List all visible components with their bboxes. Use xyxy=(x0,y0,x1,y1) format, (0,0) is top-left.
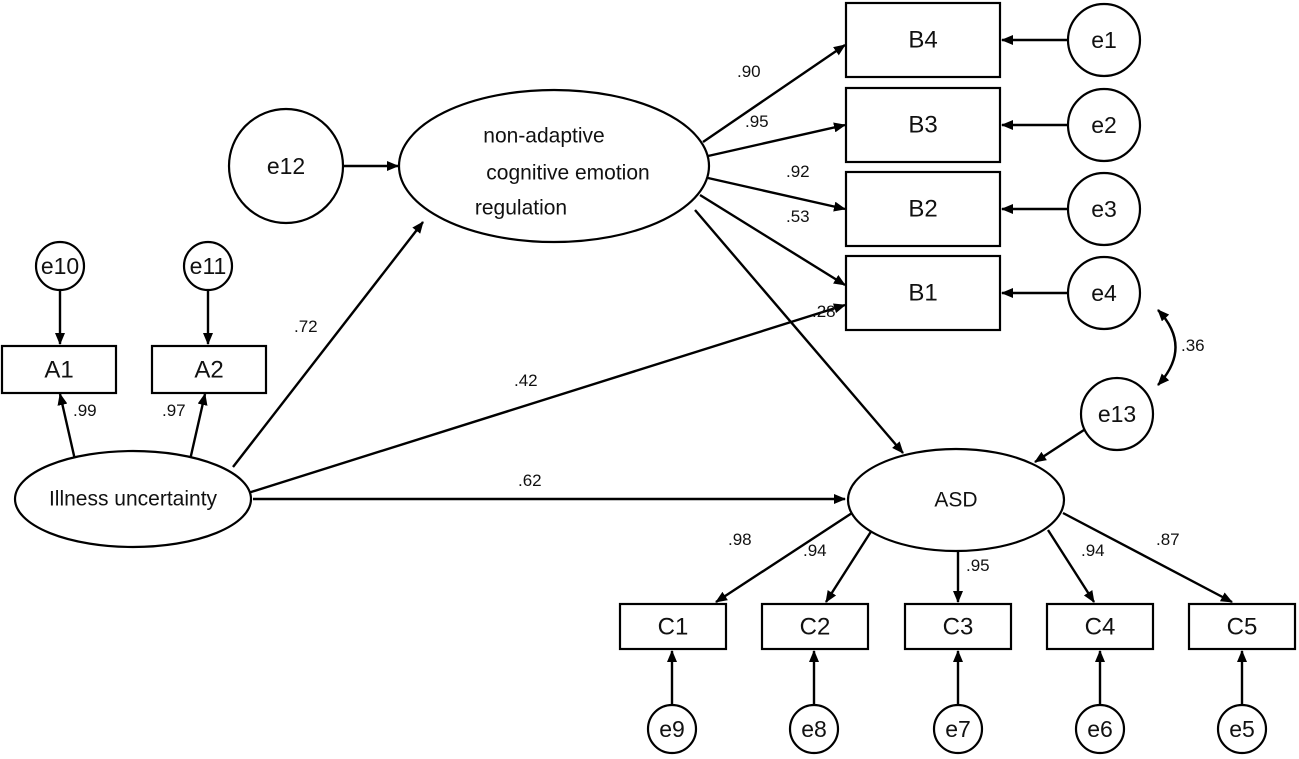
coef-illness-asd: .62 xyxy=(518,471,542,490)
svg-text:C4: C4 xyxy=(1085,614,1116,641)
path-nacer-b1 xyxy=(699,193,846,287)
coef-b1-hidden: .28 xyxy=(812,302,836,321)
error-e5: e5 xyxy=(1216,703,1268,755)
error-e10: e10 xyxy=(34,240,86,292)
latent-nacer-label-line2: cognitive emotion xyxy=(486,162,649,185)
latent-nacer: non-adaptive cognitive emotion regulatio… xyxy=(397,88,711,244)
svg-text:e4: e4 xyxy=(1091,280,1117,306)
coef-asd-c3: .95 xyxy=(966,556,990,575)
latent-illness-uncertainty: Illness uncertainty xyxy=(13,449,253,549)
indicator-b3: B3 xyxy=(844,86,1002,164)
path-nacer-b3 xyxy=(707,122,846,158)
error-e3: e3 xyxy=(1066,171,1142,247)
paths xyxy=(55,35,1247,705)
error-e9: e9 xyxy=(646,703,698,755)
path-asd-c2 xyxy=(824,529,874,603)
error-e1: e1 xyxy=(1066,2,1142,78)
indicator-b2: B2 xyxy=(844,170,1002,248)
path-illness-nacer xyxy=(232,221,424,468)
svg-text:A1: A1 xyxy=(44,357,73,384)
svg-text:e3: e3 xyxy=(1091,196,1117,222)
error-e8: e8 xyxy=(788,703,840,755)
coef-asd-c4: .94 xyxy=(1081,541,1105,560)
indicator-b4: B4 xyxy=(844,1,1002,79)
svg-text:e8: e8 xyxy=(801,716,827,742)
latent-nacer-label-line3: regulation xyxy=(475,197,567,220)
svg-text:B2: B2 xyxy=(908,196,937,223)
svg-text:C1: C1 xyxy=(658,614,689,641)
coef-illness-b1: .42 xyxy=(514,371,538,390)
svg-text:B4: B4 xyxy=(908,27,937,54)
indicator-c2: C2 xyxy=(760,602,870,651)
path-illness-a2 xyxy=(188,393,208,461)
latent-nacer-label-line1: non-adaptive xyxy=(483,125,604,148)
path-illness-a1 xyxy=(57,393,77,461)
error-e13: e13 xyxy=(1079,376,1155,452)
svg-text:e9: e9 xyxy=(659,716,685,742)
path-nacer-b2 xyxy=(707,176,846,212)
indicator-c4: C4 xyxy=(1045,602,1155,651)
latent-asd: ASD xyxy=(846,447,1066,553)
indicator-c5: C5 xyxy=(1187,602,1297,651)
coef-illness-a2: .97 xyxy=(162,401,186,420)
coef-nacer-b4: .90 xyxy=(737,62,761,81)
error-e7: e7 xyxy=(932,703,984,755)
coef-illness-nacer: .72 xyxy=(294,317,318,336)
coef-e4-e13: .36 xyxy=(1181,336,1205,355)
error-e4: e4 xyxy=(1066,255,1142,331)
indicator-c1: C1 xyxy=(618,602,728,651)
path-asd-c5 xyxy=(1062,511,1233,604)
indicator-c3: C3 xyxy=(903,602,1013,651)
error-e11: e11 xyxy=(182,240,234,292)
svg-text:e13: e13 xyxy=(1098,401,1136,427)
svg-text:C3: C3 xyxy=(943,614,974,641)
svg-text:C2: C2 xyxy=(800,614,831,641)
svg-text:e6: e6 xyxy=(1087,716,1113,742)
path-asd-c4 xyxy=(1046,529,1096,603)
svg-text:e5: e5 xyxy=(1229,716,1255,742)
svg-text:e12: e12 xyxy=(267,153,305,179)
coefficients: .99 .97 .72 .42 .62 .90 .95 .92 .53 .28 … xyxy=(73,62,1205,575)
svg-text:B3: B3 xyxy=(908,112,937,139)
indicator-a2: A2 xyxy=(150,344,268,395)
path-illness-b1 xyxy=(247,303,846,495)
path-cov-e4-e13 xyxy=(1157,309,1177,386)
coef-asd-c5: .87 xyxy=(1156,530,1180,549)
indicator-a1: A1 xyxy=(0,344,118,395)
svg-text:e7: e7 xyxy=(945,716,971,742)
svg-text:e1: e1 xyxy=(1091,27,1117,53)
svg-text:e11: e11 xyxy=(190,253,227,279)
coef-asd-c1: .98 xyxy=(728,530,752,549)
coef-nacer-b3: .95 xyxy=(745,112,769,131)
error-e2: e2 xyxy=(1066,87,1142,163)
svg-text:A2: A2 xyxy=(194,357,223,384)
coef-illness-a1: .99 xyxy=(73,401,97,420)
error-e6: e6 xyxy=(1074,703,1126,755)
coef-nacer-b2: .92 xyxy=(786,162,810,181)
svg-text:e10: e10 xyxy=(41,253,79,279)
svg-text:C5: C5 xyxy=(1227,614,1258,641)
latent-illness-label: Illness uncertainty xyxy=(49,488,218,511)
error-e12: e12 xyxy=(227,107,345,225)
path-nacer-asd xyxy=(694,209,904,454)
coef-asd-c2: .94 xyxy=(803,541,827,560)
coef-nacer-b1: .53 xyxy=(786,207,810,226)
svg-text:e2: e2 xyxy=(1091,112,1117,138)
indicator-b1: B1 xyxy=(844,254,1002,332)
path-nacer-b4 xyxy=(702,44,846,143)
latent-asd-label: ASD xyxy=(934,489,977,512)
svg-text:B1: B1 xyxy=(908,280,937,307)
path-e13-asd xyxy=(1034,426,1088,464)
path-asd-c1 xyxy=(715,511,853,604)
